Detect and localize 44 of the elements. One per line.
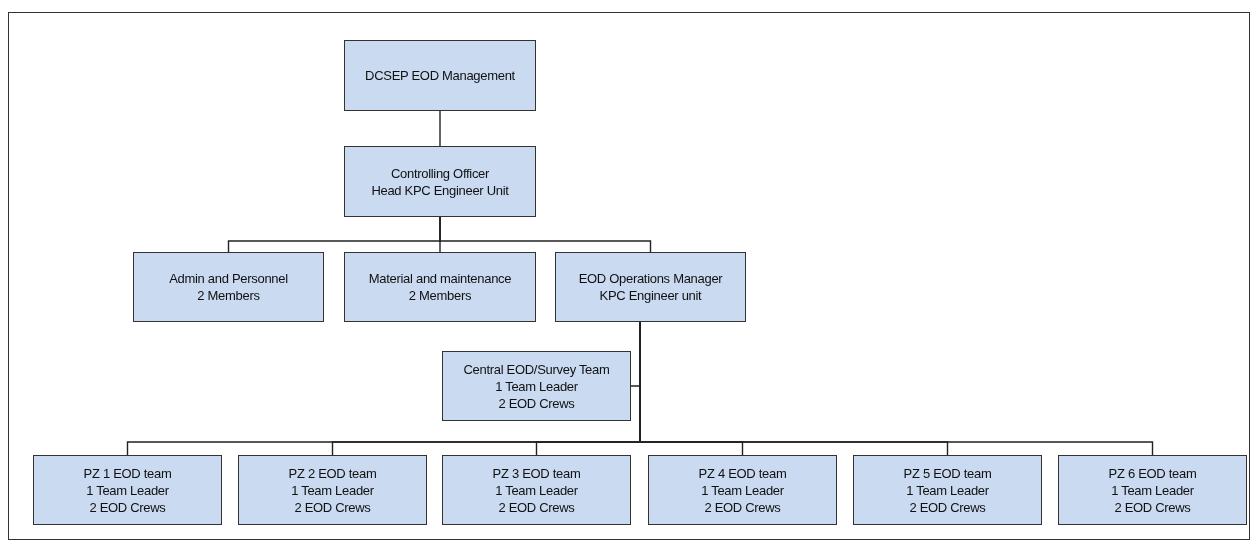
org-box <box>1058 455 1247 525</box>
org-box <box>344 252 536 322</box>
box-text: 1 Team Leader <box>86 481 169 499</box>
box-text: 1 Team Leader <box>701 481 784 499</box>
box-text: 2 EOD Crews <box>1114 498 1191 516</box>
box-text: 1 Team Leader <box>291 481 374 499</box>
box-text: 2 EOD Crews <box>294 498 371 516</box>
box-text: 2 EOD Crews <box>909 498 986 516</box>
org-box <box>442 455 631 525</box>
org-box <box>442 351 631 421</box>
box-text: 1 Team Leader <box>906 481 989 499</box>
box-text: PZ 4 EOD team <box>698 464 787 482</box>
org-box <box>238 455 427 525</box>
box-text: 2 EOD Crews <box>704 498 781 516</box>
box-text: 2 EOD Crews <box>498 394 575 412</box>
box-text: 2 Members <box>197 287 260 304</box>
box-text: PZ 5 EOD team <box>903 464 992 482</box>
box-text: Central EOD/Survey Team <box>463 360 610 378</box>
box-text: Controlling Officer <box>390 164 490 182</box>
org-box <box>648 455 837 525</box>
org-box <box>344 40 536 111</box>
box-text: PZ 3 EOD team <box>492 464 581 482</box>
box-text: PZ 2 EOD team <box>288 464 377 482</box>
org-box <box>555 252 746 322</box>
box-text: 2 EOD Crews <box>498 498 575 516</box>
org-box <box>344 146 536 217</box>
box-text: 1 Team Leader <box>495 481 578 499</box>
connector-line <box>439 110 441 147</box>
box-text: 1 Team Leader <box>495 377 578 395</box>
box-text: PZ 1 EOD team <box>83 464 172 482</box>
box-text: Material and maintenance <box>368 270 512 287</box>
box-text: KPC Engineer unit <box>599 287 702 304</box>
connector-line <box>439 216 652 253</box>
box-text: 2 EOD Crews <box>89 498 166 516</box>
box-text: DCSEP EOD Management <box>365 67 515 84</box>
box-text: 1 Team Leader <box>1111 481 1194 499</box>
org-box <box>33 455 222 525</box>
box-text: Head KPC Engineer Unit <box>371 181 509 199</box>
org-box <box>133 252 324 322</box>
box-text: EOD Operations Manager <box>578 270 723 287</box>
box-text: 2 Members <box>408 287 472 304</box>
box-text: Admin and Personnel <box>169 270 288 287</box>
org-box <box>853 455 1042 525</box>
box-text: PZ 6 EOD team <box>1108 464 1197 482</box>
